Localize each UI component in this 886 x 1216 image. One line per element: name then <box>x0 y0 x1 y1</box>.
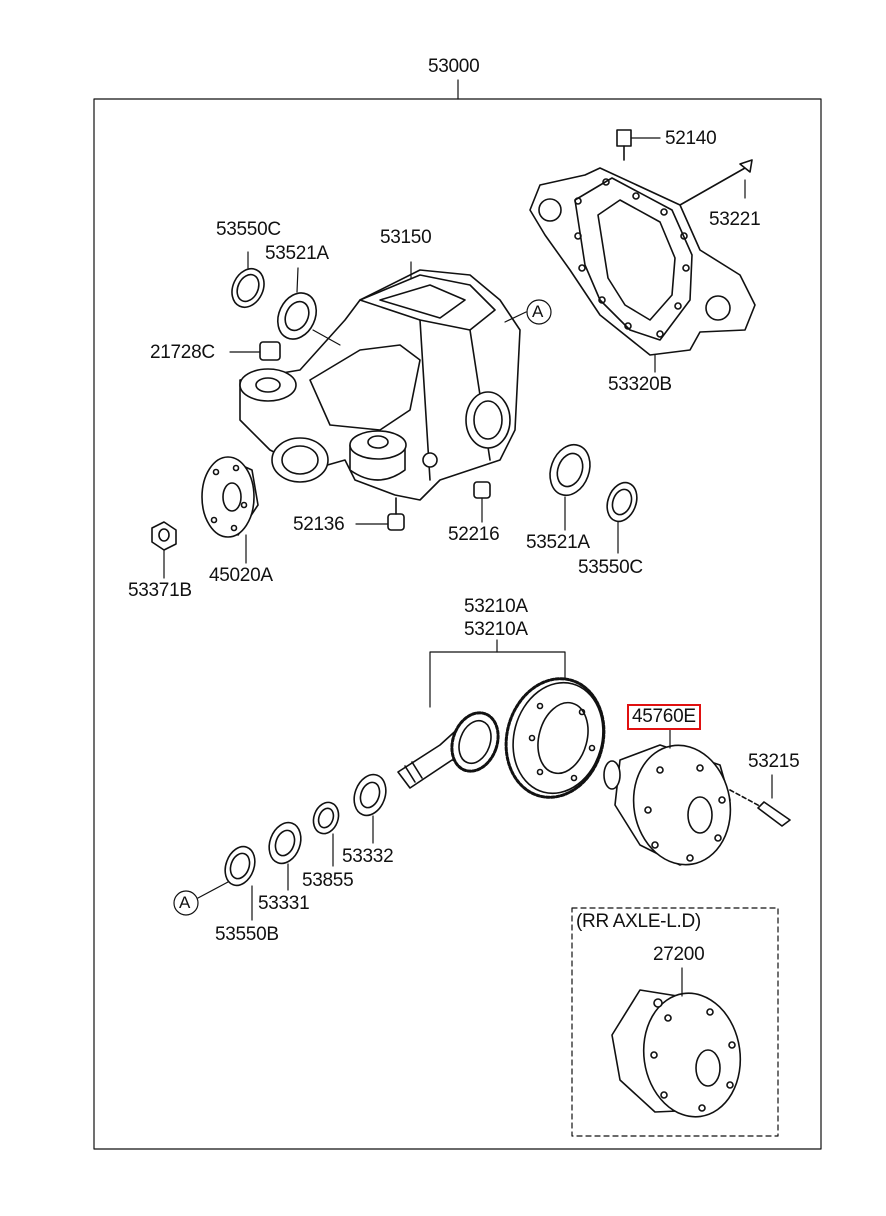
part-label-53331[interactable]: 53331 <box>258 893 310 914</box>
part-label-53221[interactable]: 53221 <box>709 209 761 230</box>
gear-set-drawing <box>397 639 606 799</box>
part-label-53521A-top[interactable]: 53521A <box>265 243 329 264</box>
part-label-52140[interactable]: 52140 <box>665 128 717 149</box>
plug-21728C-drawing <box>229 341 281 361</box>
part-label-53855[interactable]: 53855 <box>302 870 354 891</box>
part-label-45020A[interactable]: 45020A <box>209 565 273 586</box>
part-label-53150[interactable]: 53150 <box>380 227 432 248</box>
part-label-53550B[interactable]: 53550B <box>215 924 279 945</box>
part-label-53210A-2[interactable]: 53210A <box>464 619 528 640</box>
part-label-53521A-bottom[interactable]: 53521A <box>526 532 590 553</box>
part-label-53215[interactable]: 53215 <box>748 751 800 772</box>
part-label-53550C-top[interactable]: 53550C <box>216 219 281 240</box>
flange-45020A-drawing <box>201 456 259 564</box>
inset-frame <box>571 907 779 1137</box>
callout-circle-a-1 <box>526 299 552 325</box>
assembly-frame <box>93 98 822 1150</box>
plug-52216-drawing <box>473 481 491 523</box>
bearing-bottom-drawing <box>549 443 591 531</box>
inset-title: (RR AXLE-L.D) <box>576 911 701 932</box>
diff-case-drawing <box>603 729 791 866</box>
oil-seal-53550B-drawing <box>197 845 256 921</box>
part-label-53210A-1[interactable]: 53210A <box>464 596 528 617</box>
part-label-53371B[interactable]: 53371B <box>128 580 192 601</box>
part-label-53332[interactable]: 53332 <box>342 846 394 867</box>
bearing-53331-drawing <box>268 821 302 891</box>
part-label-45760E-highlighted[interactable]: 45760E <box>627 704 701 730</box>
callout-circle-a-2 <box>173 890 199 916</box>
nut-53371B-drawing <box>151 521 177 579</box>
callout-a-1: A <box>532 302 544 321</box>
rear-cover-drawing <box>529 129 756 373</box>
oil-seal-bottom-drawing <box>606 481 638 554</box>
part-label-53320B[interactable]: 53320B <box>608 374 672 395</box>
bearing-53332-drawing <box>353 773 387 844</box>
part-label-53550C-bottom[interactable]: 53550C <box>578 557 643 578</box>
oil-seal-top-drawing <box>231 251 265 309</box>
limited-slip-diff-drawing <box>611 967 742 1118</box>
part-label-27200[interactable]: 27200 <box>653 944 705 965</box>
spacer-53855-drawing <box>312 801 340 867</box>
part-label-21728C[interactable]: 21728C <box>150 342 215 363</box>
bolt-52136-drawing <box>355 497 405 531</box>
callout-a-2: A <box>179 893 191 912</box>
part-label-52216[interactable]: 52216 <box>448 524 500 545</box>
carrier-housing-drawing <box>239 261 527 501</box>
part-label-52136[interactable]: 52136 <box>293 514 345 535</box>
bearing-top-drawing <box>276 267 341 346</box>
assembly-label: 53000 <box>428 56 480 77</box>
